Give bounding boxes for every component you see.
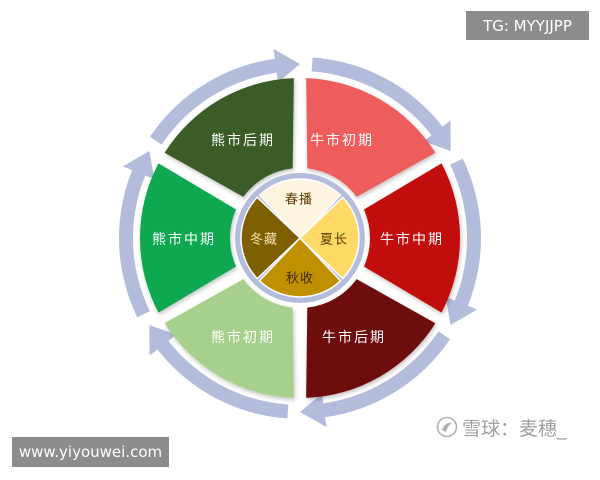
market-phase-sectors	[139, 78, 460, 398]
sector-bull-early	[306, 78, 436, 197]
label-bear-mid: 熊市中期	[152, 231, 216, 248]
label-spring: 春播	[285, 193, 313, 208]
ring-arrow-bear-early	[149, 325, 289, 419]
ring-arrow-bear-late	[149, 48, 300, 145]
label-bull-mid: 牛市中期	[380, 231, 444, 248]
label-bear-late: 熊市后期	[211, 132, 275, 149]
ring-arrow-bull-late	[300, 331, 451, 428]
label-bear-early: 熊市初期	[211, 329, 275, 346]
snowball-logo-icon	[436, 416, 458, 438]
label-bull-late: 牛市后期	[322, 329, 386, 346]
quadrant-summer	[298, 196, 360, 280]
season-quadrants	[240, 178, 360, 298]
ring-arrow-bull-early	[311, 57, 451, 152]
url-watermark: www.yiyouwei.com	[12, 437, 169, 467]
label-summer: 夏长	[320, 233, 348, 248]
sector-bear-late	[164, 78, 294, 197]
label-winter: 冬藏	[250, 232, 278, 248]
sector-bull-mid	[363, 163, 460, 313]
quadrant-autumn	[258, 236, 342, 298]
quadrant-winter	[240, 196, 302, 280]
tg-watermark: TG: MYYJJPP	[466, 11, 589, 40]
ring-arrow-bull-mid	[445, 158, 482, 325]
label-bull-early: 牛市初期	[310, 132, 374, 149]
sector-bear-early	[164, 279, 294, 398]
quadrant-spring	[258, 178, 342, 240]
xueqiu-watermark: 雪球：麦穗_	[436, 412, 567, 442]
ring-arrow-bear-mid	[118, 151, 155, 318]
sector-bear-mid	[139, 163, 237, 313]
cycle-arrow-ring	[118, 48, 482, 428]
xueqiu-watermark-text: 雪球：麦穗_	[462, 417, 567, 440]
label-autumn: 秋收	[286, 272, 314, 287]
sector-bull-late	[306, 279, 436, 398]
